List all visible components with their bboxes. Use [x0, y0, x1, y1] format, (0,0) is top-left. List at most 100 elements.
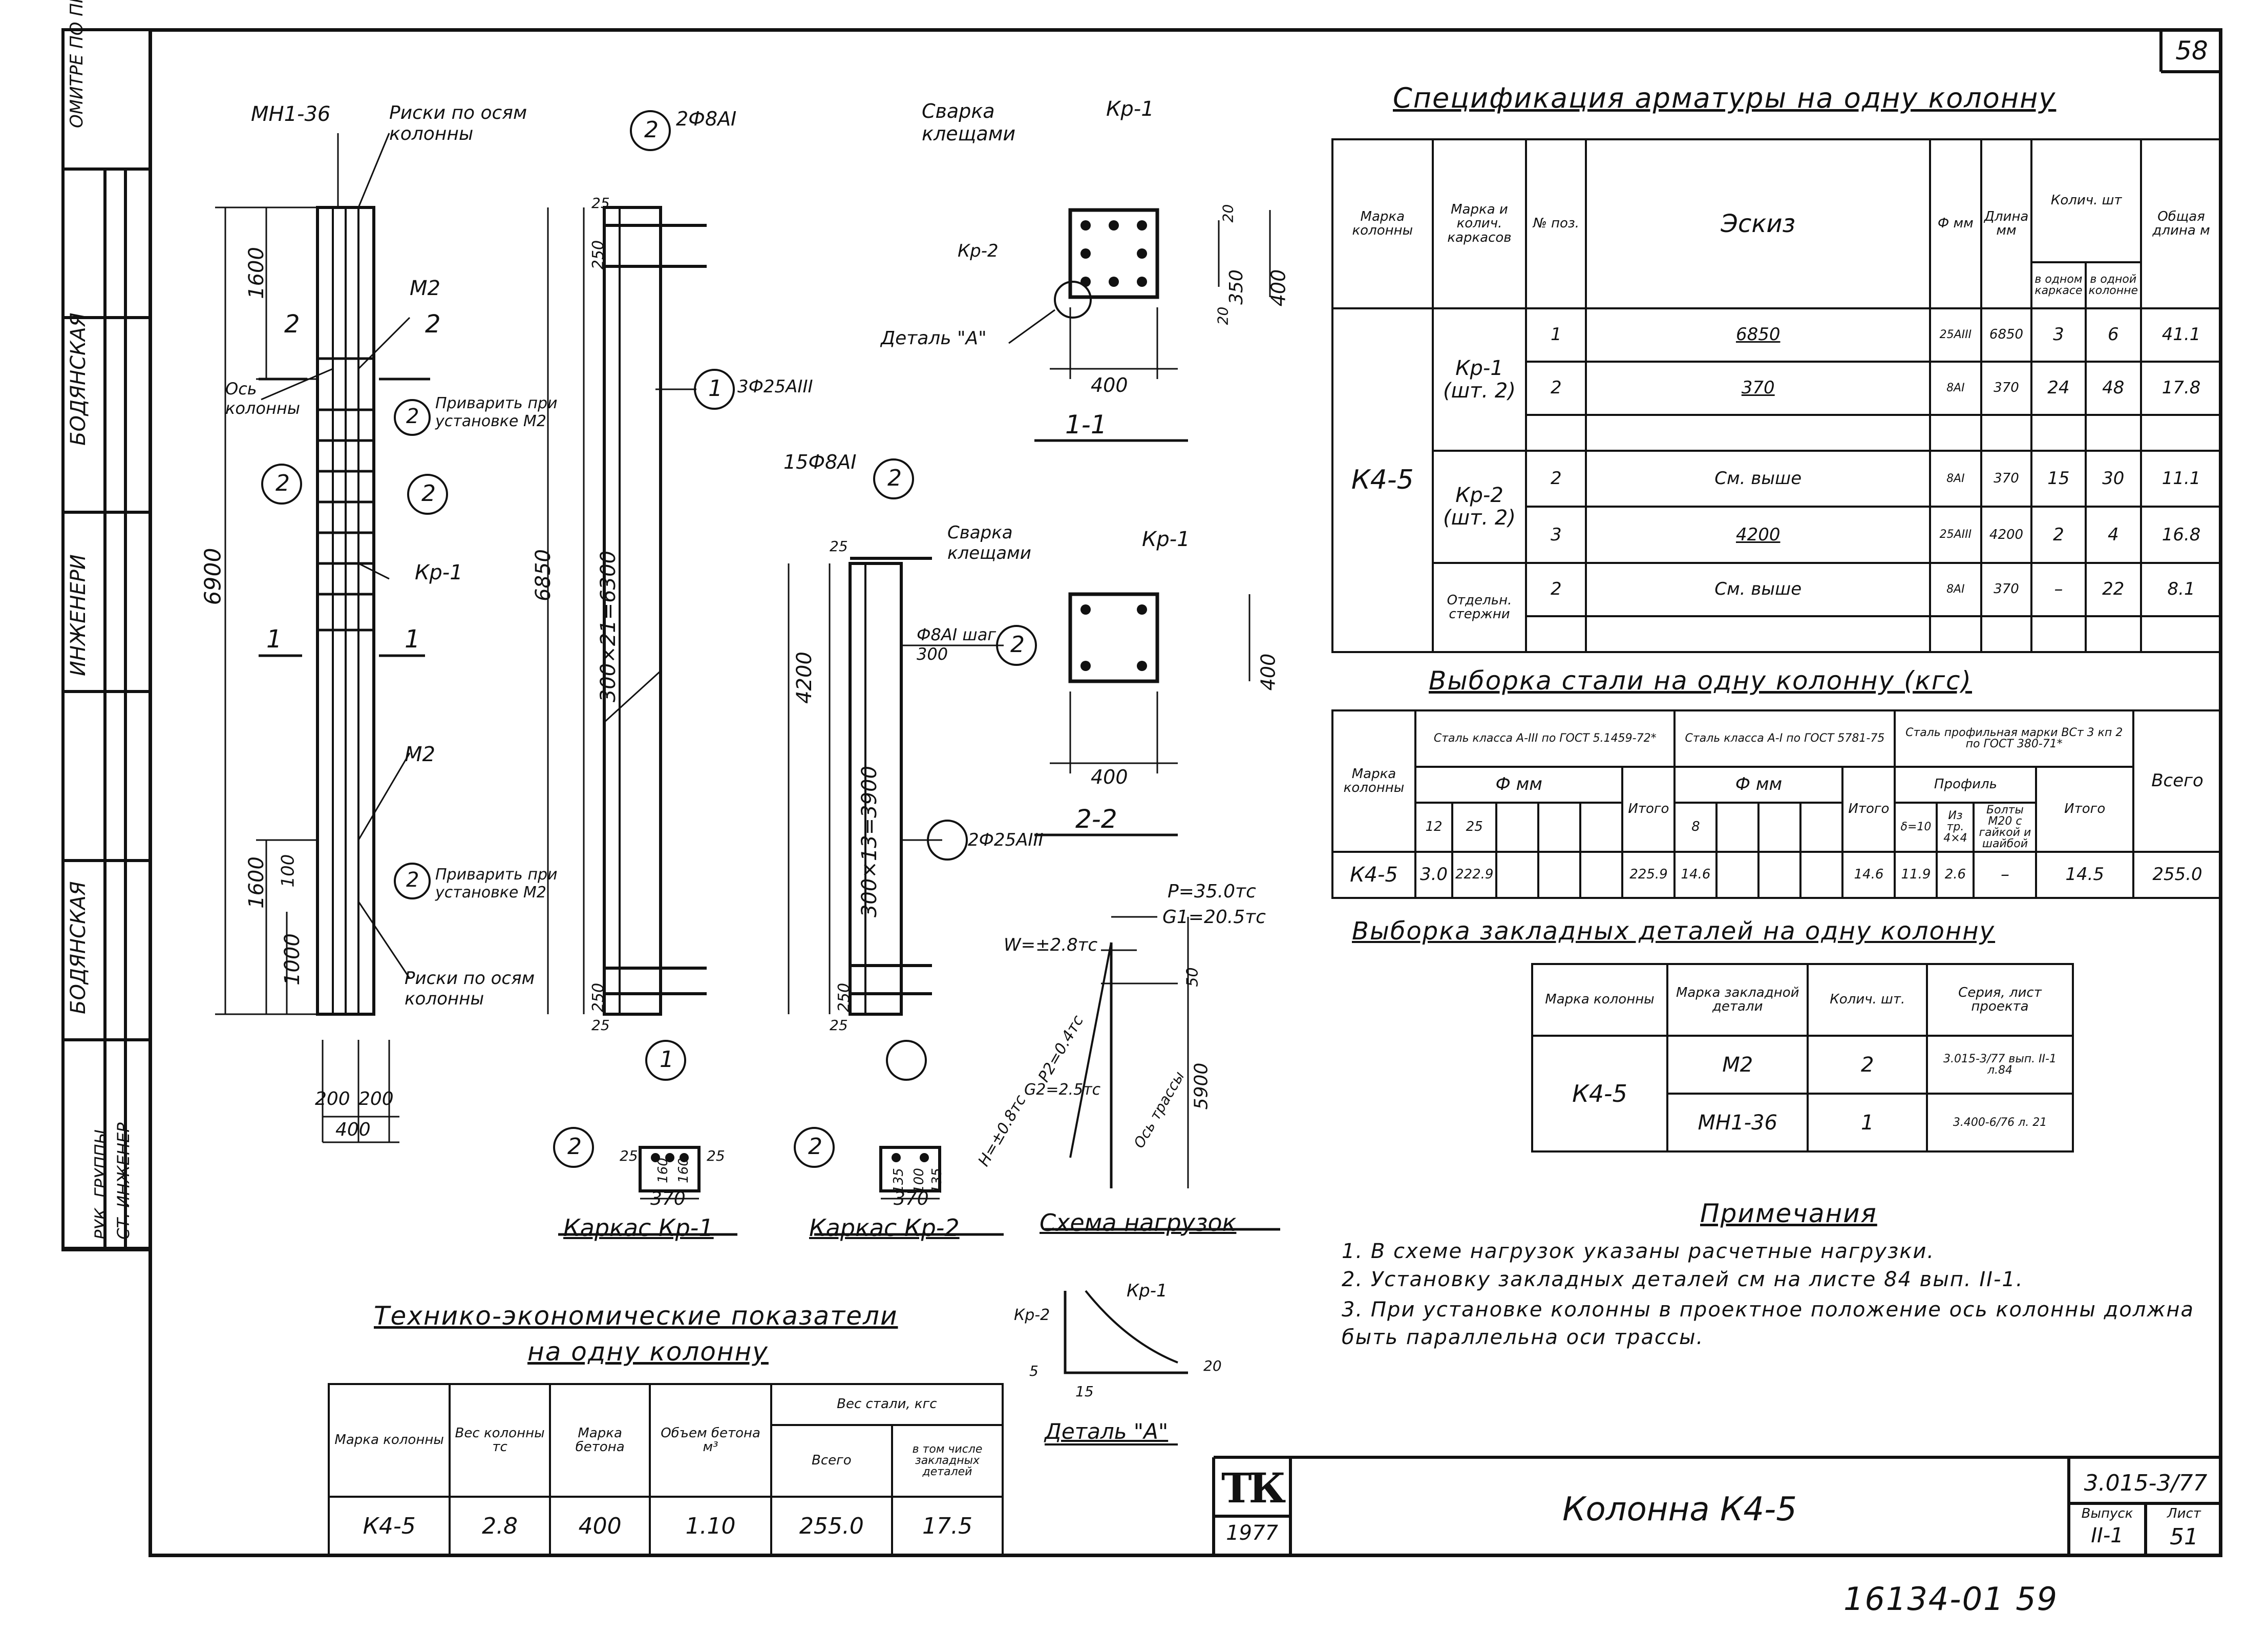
steel-total: 255.0: [2132, 851, 2222, 899]
steel-sub-delta: δ=10: [1894, 802, 1938, 853]
spec-row-empty: [1332, 615, 2222, 653]
callout-2-h: 2: [567, 1134, 582, 1160]
embed-part: М2: [1666, 1035, 1809, 1095]
label-load-w: W=±2.8тс: [1004, 935, 1098, 955]
tech-weight: 2.8: [449, 1496, 551, 1557]
spec-total: 17.8: [2140, 360, 2222, 416]
spec-q1: 24: [2030, 360, 2087, 416]
steel-table-title: Выборка стали на одну колонну (кгс): [1429, 666, 1973, 696]
spec-h-length: Длина мм: [1980, 138, 2033, 309]
label-kr1: Кр-1: [415, 561, 463, 584]
steel-itogo1: 225.9: [1621, 851, 1676, 899]
note-2: 2. Установку закладных деталей см на лис…: [1342, 1268, 2024, 1291]
steel-h-profile: Профиль: [1894, 766, 2038, 804]
dim-1600-top: 1600: [244, 247, 268, 299]
steel-h-dia-a1: Ф мм: [1673, 766, 1844, 804]
label-sec-kr1: Кр-1: [1106, 97, 1154, 121]
spec-row-empty: [1332, 413, 2222, 452]
spec-total: 16.8: [2140, 506, 2222, 564]
title-logo: ТК: [1221, 1464, 1286, 1512]
embed-qty: 1: [1807, 1093, 1928, 1153]
embed-row: МН1-36 1 3.400-6/76 л. 21: [1532, 1093, 2074, 1153]
spec-sketch: 370: [1585, 360, 1932, 416]
steel-itogo3: 14.5: [2035, 851, 2134, 899]
dim-kr1-25-top: 25: [591, 195, 610, 212]
callout-1-b: 1: [660, 1046, 674, 1073]
spec-q2: 48: [2084, 360, 2143, 416]
label-load-g1: G1=20.5тс: [1162, 907, 1266, 928]
dim-fr1-160b: 160: [675, 1158, 691, 1183]
spec-q1: 3: [2030, 307, 2087, 363]
tech-embedded: 17.5: [891, 1496, 1004, 1557]
tech-steel-total: 255.0: [770, 1496, 894, 1557]
spec-frame-kr2: Кр-2 (шт. 2): [1431, 449, 1528, 564]
tech-h-concrete: Марка бетона: [548, 1383, 651, 1498]
tech-h-weight: Вес колонны тс: [449, 1383, 551, 1498]
dim-fr1-160a: 160: [655, 1158, 671, 1183]
spec-total: 8.1: [2140, 562, 2222, 617]
steel-sub-12: 12: [1414, 802, 1453, 853]
label-bars-top: 2Ф8АI: [676, 108, 737, 130]
spec-dia: 25АIII: [1929, 506, 1982, 564]
tech-mark: К4-5: [327, 1496, 451, 1557]
note-3: 3. При установке колонны в проектное пол…: [1342, 1298, 2195, 1349]
spec-length: 370: [1980, 449, 2033, 508]
label-m2-top: М2: [410, 277, 440, 300]
steel-row: К4-5 3.0 222.9 225.9 14.6 14.6 11.9 2.6 …: [1331, 851, 2222, 899]
callout-2-c: 2: [275, 470, 290, 496]
steel-h-a3: Сталь класса А-III по ГОСТ 5.1459-72*: [1414, 709, 1676, 768]
steel-p2: 2.6: [1936, 851, 1975, 899]
label-axis: Ось колонны: [225, 379, 301, 418]
dim-sec11-400: 400: [1091, 374, 1128, 396]
spec-pos: 3: [1525, 506, 1587, 564]
caption-loads: Схема нагрузок: [1040, 1209, 1237, 1237]
spec-h-qty: Колич. шт: [2030, 138, 2143, 263]
dim-kr1-spacing: 300×21=6300: [597, 550, 621, 703]
embed-part: МН1-36: [1666, 1093, 1809, 1153]
embed-table: Марка колонны Марка закладной детали Кол…: [1531, 963, 2074, 1153]
embed-series: 3.400-6/76 л. 21: [1926, 1093, 2074, 1153]
dim-fr2-135b: 135: [929, 1168, 945, 1193]
dim-400: 400: [335, 1119, 371, 1140]
dim-load-50: 50: [1183, 967, 1202, 987]
label-weld-top: Приварить при установке М2: [435, 394, 558, 430]
spec-row: К4-5 Кр-1 (шт. 2) 1 6850 25АIII 6850 3 6…: [1331, 307, 2222, 653]
dim-kr2-spacing: 300×13=3900: [858, 765, 882, 918]
title-name: Колонна К4-5: [1562, 1491, 1797, 1528]
callout-2-d: 2: [421, 480, 436, 507]
label-load-g2: G2=2.5тс: [1024, 1081, 1101, 1099]
spec-dia: 25АIII: [1929, 307, 1982, 363]
spec-total: 41.1: [2140, 307, 2222, 363]
embed-row: К4-5 М2 2 3.015-3/77 вып. II-1 л.84: [1531, 1035, 2074, 1153]
callout-2-a: 2: [644, 117, 659, 143]
spec-pos: 1: [1525, 307, 1587, 363]
spec-h-qty-frame: в одном каркасе: [2030, 261, 2087, 309]
section-mark-2-right: 2: [425, 310, 441, 339]
embed-mark: К4-5: [1531, 1035, 1668, 1153]
dim-sec22-400: 400: [1091, 766, 1128, 788]
spec-h-col-mark: Марка колонны: [1331, 138, 1434, 309]
dim-detail-20: 20: [1203, 1357, 1222, 1374]
dim-fr1-25a: 25: [620, 1147, 638, 1164]
label-section-1-1: 1-1: [1065, 410, 1107, 439]
dim-kr1-6850: 6850: [531, 549, 555, 601]
tech-h-volume: Объем бетона м³: [649, 1383, 772, 1498]
title-sheet: 51: [2170, 1524, 2198, 1550]
spec-sketch: 6850: [1585, 307, 1932, 363]
steel-h-total: Всего: [2132, 709, 2222, 853]
label-bars-kr2: 2Ф25АIII: [968, 830, 1044, 850]
dim-200-a: 200: [315, 1088, 350, 1109]
title-issue-label: Выпуск: [2081, 1506, 2133, 1521]
spec-pos: 2: [1525, 449, 1587, 508]
label-sec-kr2: Кр-2: [958, 241, 999, 261]
spec-length: 370: [1980, 562, 2033, 617]
steel-h-prof: Сталь профильная марки ВСт 3 кп 2 по ГОС…: [1894, 709, 2134, 768]
dim-100: 100: [278, 854, 299, 888]
spec-sketch: См. выше: [1585, 449, 1932, 508]
spec-h-sketch: Эскиз: [1585, 138, 1932, 309]
steel-p1: 11.9: [1894, 851, 1938, 899]
dim-1000: 1000: [280, 933, 304, 986]
section-mark-1-right: 1: [405, 625, 420, 654]
dim-sec11-20a: 20: [1219, 204, 1237, 223]
spec-pos: 2: [1525, 360, 1587, 416]
